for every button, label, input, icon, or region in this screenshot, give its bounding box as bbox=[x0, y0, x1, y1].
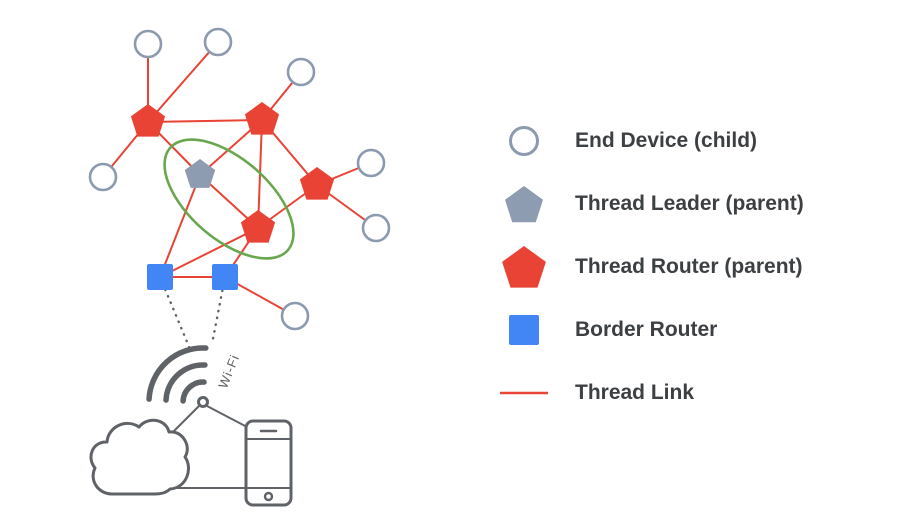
thread-router-node bbox=[240, 210, 276, 243]
wifi-to-cloud-link bbox=[171, 405, 200, 434]
mesh-edges bbox=[102, 41, 377, 351]
wifi-to-phone-link bbox=[206, 405, 250, 429]
legend-item-thread-link: Thread Link bbox=[497, 369, 804, 417]
thread-router-icon bbox=[497, 242, 551, 292]
thread-leader-node bbox=[184, 159, 216, 188]
legend-item-thread-router: Thread Router (parent) bbox=[497, 243, 804, 291]
end-device-icon bbox=[497, 124, 551, 158]
legend-item-border-router: Border Router bbox=[497, 306, 804, 354]
thread-link-icon bbox=[497, 388, 551, 398]
end-device-node bbox=[133, 29, 163, 59]
thread-router-node bbox=[299, 167, 335, 200]
thread-link bbox=[147, 41, 219, 123]
end-device-node bbox=[280, 301, 310, 331]
leader-highlight bbox=[163, 138, 295, 260]
end-device-node bbox=[356, 148, 386, 178]
end-device-node bbox=[361, 213, 391, 243]
legend-item-end-device: End Device (child) bbox=[497, 117, 804, 165]
mesh-nodes bbox=[88, 27, 391, 331]
legend-item-thread-leader: Thread Leader (parent) bbox=[497, 180, 804, 228]
end-device-node bbox=[203, 27, 233, 57]
thread-router-node bbox=[244, 102, 280, 135]
border-router-icon bbox=[497, 313, 551, 347]
legend-label: Thread Leader (parent) bbox=[575, 192, 804, 215]
end-device-node bbox=[286, 57, 316, 87]
cloud-icon bbox=[89, 418, 190, 496]
thread-router-node bbox=[130, 104, 166, 137]
wifi-backhaul-link bbox=[210, 275, 227, 346]
end-device-node bbox=[88, 162, 118, 192]
border-router-node bbox=[147, 264, 173, 290]
legend-label: Thread Link bbox=[575, 381, 695, 404]
legend-label: Thread Router (parent) bbox=[575, 255, 803, 278]
border-router-node bbox=[212, 264, 238, 290]
legend-label: Border Router bbox=[575, 318, 718, 341]
leader-highlight-ellipse bbox=[163, 138, 295, 260]
smartphone-icon bbox=[244, 419, 293, 507]
thread-link bbox=[147, 119, 263, 123]
legend: End Device (child) Thread Leader (parent… bbox=[497, 117, 804, 417]
thread-link bbox=[159, 227, 259, 278]
thread-link bbox=[159, 174, 201, 278]
wifi-label: Wi-Fi bbox=[215, 352, 242, 390]
topology-diagram: Wi-Fi bbox=[88, 27, 391, 507]
legend-label: End Device (child) bbox=[575, 129, 758, 152]
thread-leader-icon bbox=[497, 180, 551, 228]
